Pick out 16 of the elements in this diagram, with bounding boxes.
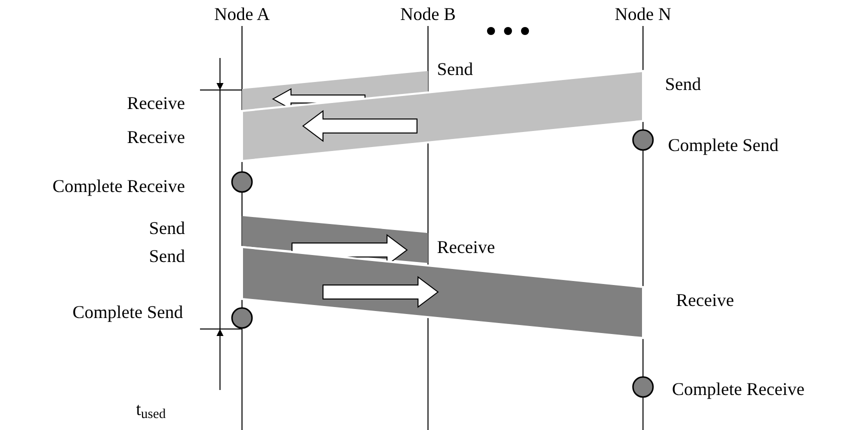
event-label: Complete Send <box>668 134 778 156</box>
node-label: Node B <box>400 3 456 25</box>
event-label: Send <box>665 73 701 95</box>
event-label: Receive <box>127 92 185 114</box>
event-label: Complete Receive <box>52 175 185 197</box>
time-label: t$_{used}$ <box>136 398 166 420</box>
event-label: Receive <box>127 126 185 148</box>
node-label: Node A <box>214 3 270 25</box>
event-label: Send <box>149 217 185 239</box>
event-label: Receive <box>437 236 495 258</box>
node-label: Node N <box>614 3 672 25</box>
event-label: Receive <box>676 289 734 311</box>
event-label: Send <box>149 245 185 267</box>
event-label: Complete Receive <box>672 378 804 400</box>
event-label: Send <box>437 58 473 80</box>
event-label: Complete Send <box>72 301 183 323</box>
